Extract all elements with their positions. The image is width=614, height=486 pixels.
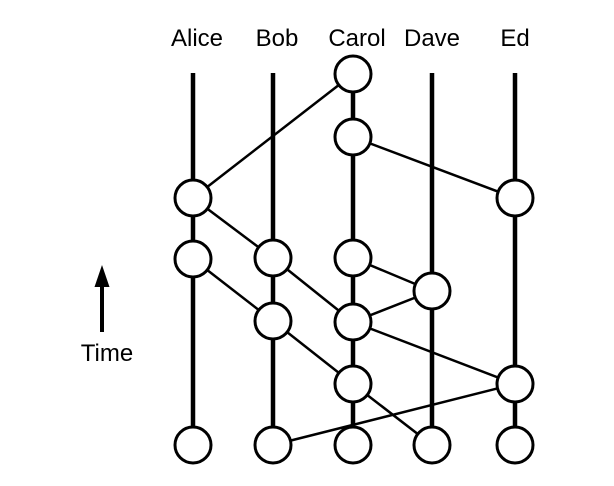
event-nodes-layer [173,54,535,465]
event-node-dave-2 [412,425,452,465]
gossip-edge-alice-1-carol-1 [192,73,354,199]
time-axis-label: Time [81,340,133,367]
event-node-alice-3 [173,425,213,465]
participant-labels-layer: Alice Bob Carol Dave Ed [171,25,530,52]
participant-label-bob: Bob [256,25,299,52]
event-node-dave-1 [412,271,452,311]
event-node-carol-4 [333,302,373,342]
event-node-ed-3 [495,425,535,465]
event-node-ed-2 [495,364,535,404]
event-node-carol-2 [333,117,373,157]
event-node-bob-1 [253,238,293,278]
event-node-carol-6 [333,425,373,465]
event-node-alice-1 [173,178,213,218]
participant-label-dave: Dave [404,25,460,52]
gossip-edge-carol-4-ed-2 [352,320,516,386]
time-axis: Time [81,265,133,367]
gossip-edge-carol-2-ed-1 [352,135,516,200]
event-node-bob-3 [253,425,293,465]
time-arrow-head-icon [94,265,110,287]
participant-label-alice: Alice [171,25,223,52]
participant-label-carol: Carol [328,25,385,52]
participant-label-ed: Ed [500,25,529,52]
event-node-bob-2 [253,301,293,341]
event-node-carol-3 [333,238,373,278]
event-node-ed-1 [495,178,535,218]
event-node-alice-2 [173,239,213,279]
event-node-carol-1 [333,54,373,94]
event-node-carol-5 [333,364,373,404]
gossip-edge-ed-2-bob-3 [272,382,516,447]
